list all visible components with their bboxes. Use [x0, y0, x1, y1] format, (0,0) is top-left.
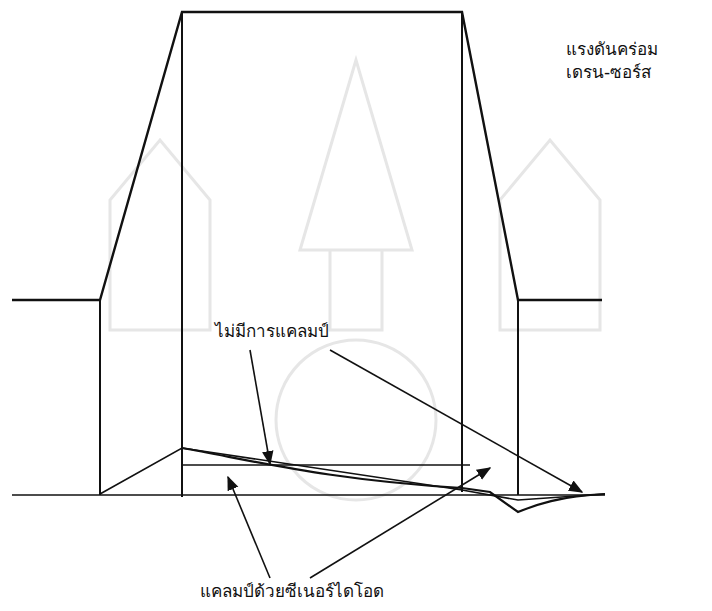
callout-label: แคลมป์ด้วยซีเนอร์ไดโอด — [200, 580, 384, 603]
axis-title: แรงดันคร่อม เดรน-ซอร์ส — [566, 38, 694, 84]
watermark-seal — [110, 60, 600, 500]
lower-baseline — [12, 465, 605, 495]
clamped-trace — [100, 448, 605, 500]
callout-label: ไม่มีการแคลมป์ — [215, 320, 329, 343]
vds-waveform — [12, 12, 602, 300]
leader-arrows — [228, 350, 582, 578]
unclamped-trace — [182, 448, 605, 512]
time-markers — [100, 12, 518, 497]
